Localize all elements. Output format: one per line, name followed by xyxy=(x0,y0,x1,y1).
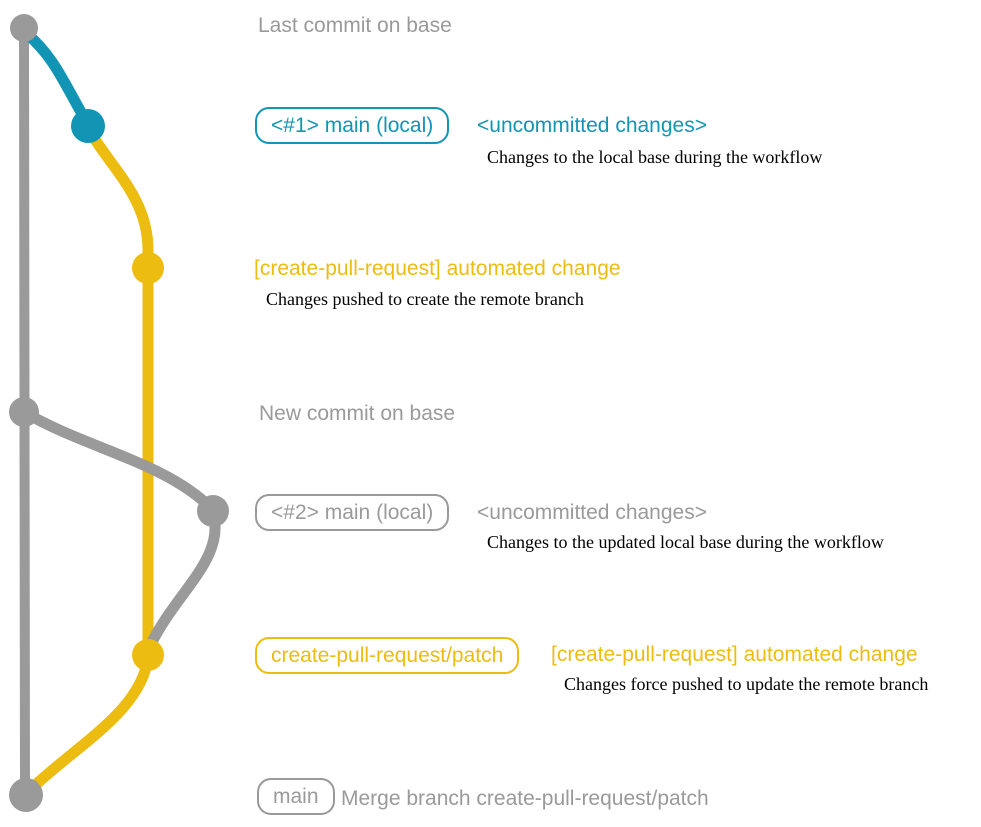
automated-change-2-message: [create-pull-request] automated change xyxy=(551,643,918,666)
automated-change-2-note: Changes force pushed to update the remot… xyxy=(564,674,929,694)
uncommitted-changes-2-note: Changes to the updated local base during… xyxy=(487,532,884,552)
uncommitted-changes-1-note: Changes to the local base during the wor… xyxy=(487,147,823,167)
new-commit-on-base-label: New commit on base xyxy=(259,402,456,425)
node-automated-change-2 xyxy=(132,639,164,671)
merge-line xyxy=(22,651,154,798)
branch-tag-main: main xyxy=(257,778,335,815)
node-last-commit-on-base xyxy=(10,14,38,42)
node-merge-commit xyxy=(9,778,43,812)
uncommitted-changes-2-label: <uncommitted changes> xyxy=(477,501,707,524)
local-main-branch-line xyxy=(20,27,94,130)
updated-local-main-in-line xyxy=(145,506,221,650)
automated-change-1-message: [create-pull-request] automated change xyxy=(254,257,621,280)
updated-local-main-out-line xyxy=(18,406,217,514)
branch-tag-main-local-2: <#2> main (local) xyxy=(255,494,450,531)
node-uncommitted-changes-2 xyxy=(197,495,229,527)
node-automated-change-1 xyxy=(132,252,164,284)
uncommitted-changes-1-label: <uncommitted changes> xyxy=(477,114,707,137)
merge-commit-message: Merge branch create-pull-request/patch xyxy=(341,787,709,810)
patch-branch-line xyxy=(82,122,154,659)
branch-tag-patch: create-pull-request/patch xyxy=(255,637,520,674)
node-new-commit-on-base xyxy=(9,397,39,427)
branch-tag-main-local-1: <#1> main (local) xyxy=(255,107,450,144)
last-commit-on-base-label: Last commit on base xyxy=(258,14,452,37)
node-uncommitted-changes-1 xyxy=(71,109,105,143)
commit-graph xyxy=(9,14,229,812)
automated-change-1-note: Changes pushed to create the remote bran… xyxy=(266,289,584,309)
